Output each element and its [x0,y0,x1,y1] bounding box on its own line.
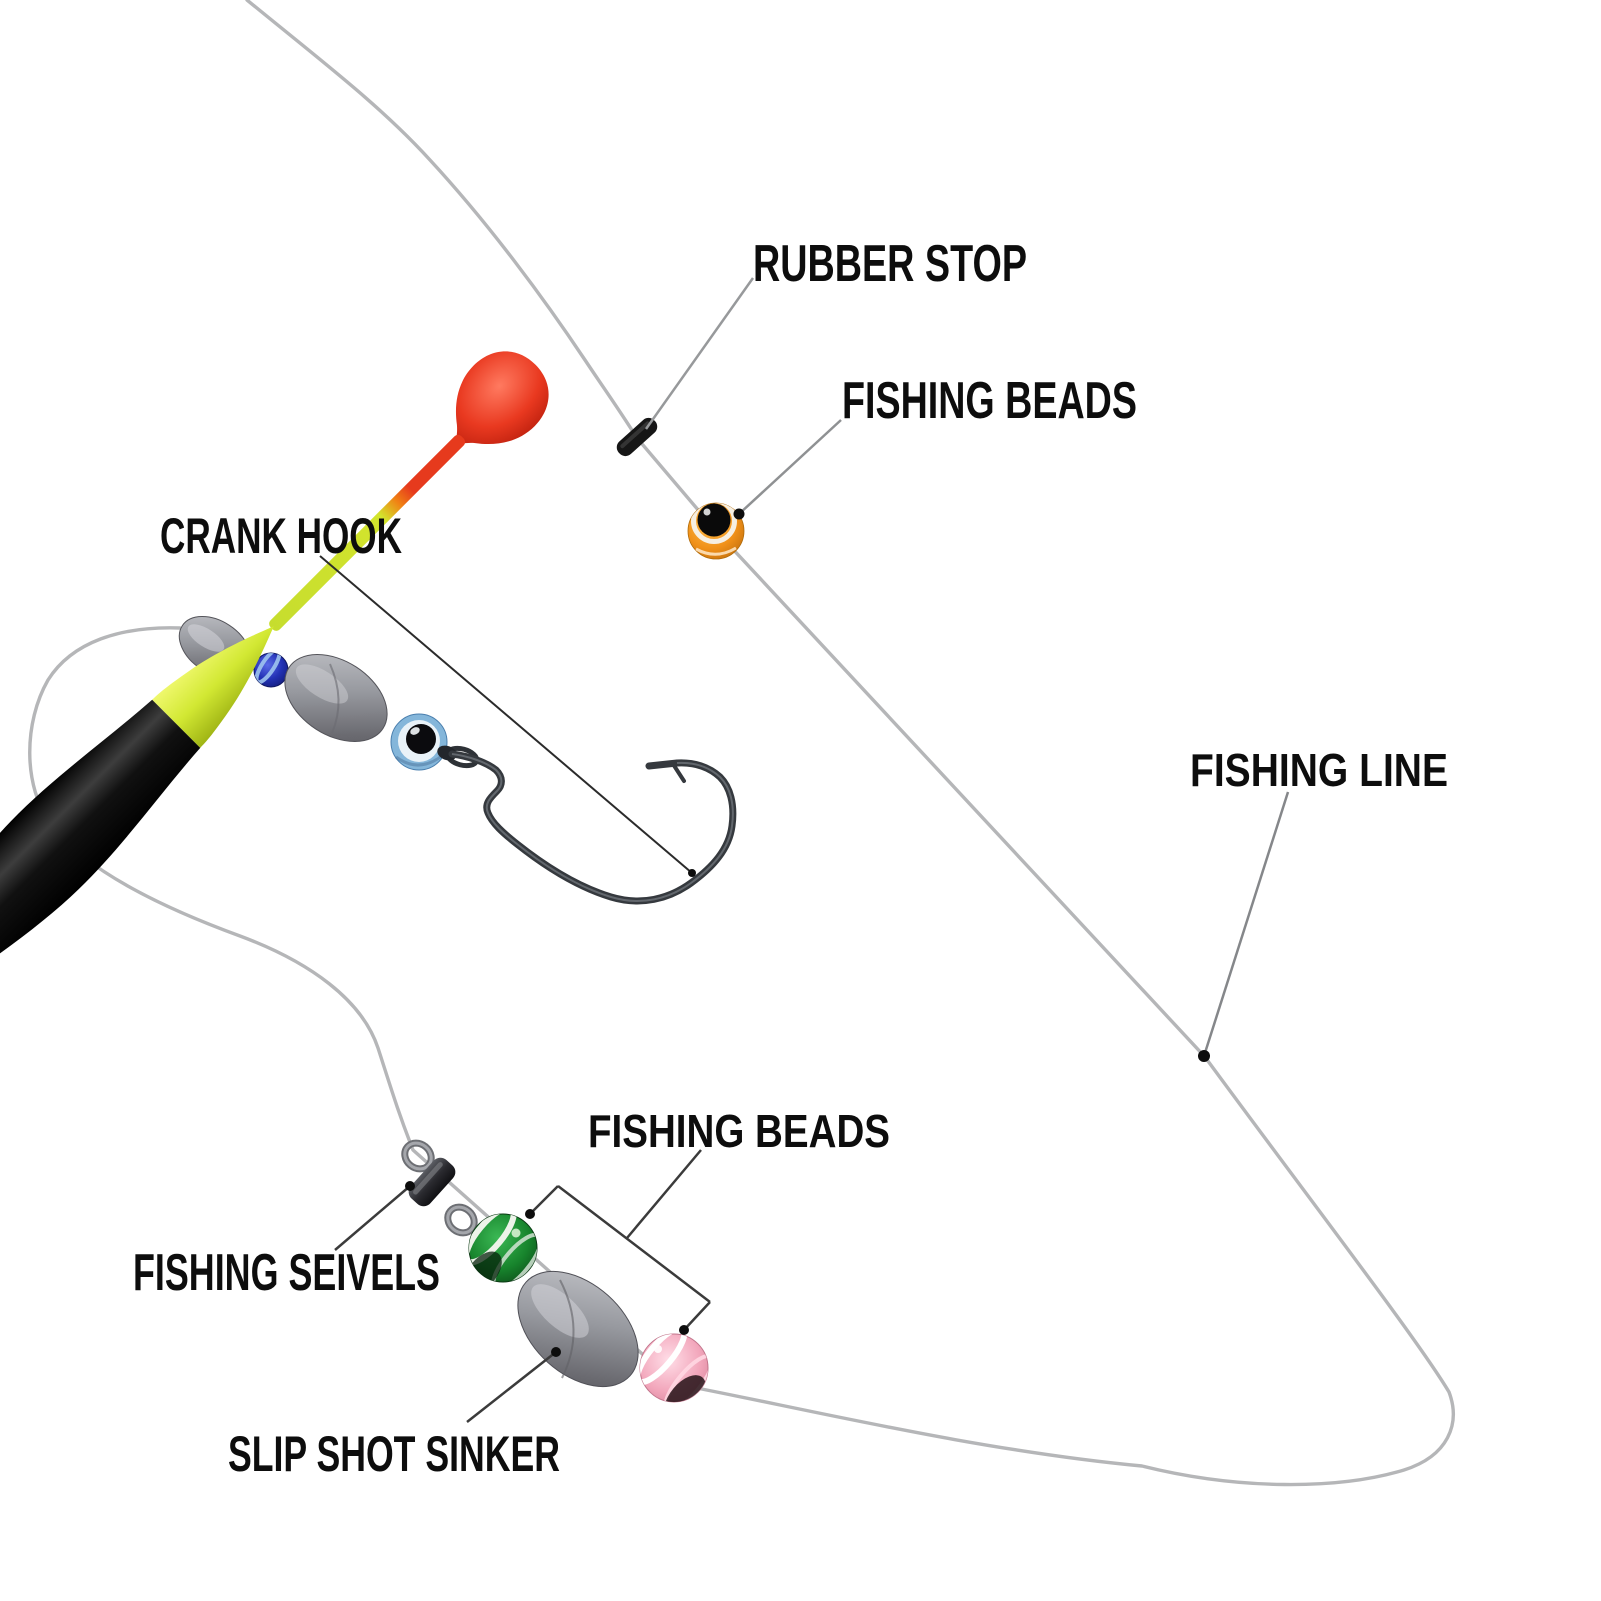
dot-swivel [405,1181,415,1191]
eye-bead [390,713,448,771]
leader-slip-shot-sinker [466,1351,557,1423]
label-fishing-line: FISHING LINE [1190,744,1448,796]
leader-fishing-seivels [334,1185,411,1251]
dot-green-bead [525,1209,535,1219]
float-antenna-stem [269,434,466,631]
leader-rubber-stop [644,277,755,430]
orange-fishing-bead [687,502,745,560]
hook-wire [448,750,737,905]
crank-hook-assembly [178,616,737,905]
labels: RUBBER STOP FISHING BEADS CRANK HOOK FIS… [133,235,1448,1482]
leader-crank-hook [319,555,693,874]
dot-crank-hook [688,869,696,877]
green-striped-bead [468,1213,538,1283]
float-black-body [0,699,201,1382]
label-rubber-stop: RUBBER STOP [753,235,1027,293]
leader-lines [319,277,1290,1423]
hook-wire-sheen [451,753,734,902]
label-crank-hook: CRANK HOOK [160,508,402,564]
crank-hook [437,745,737,905]
leader-fishing-beads-top [738,419,842,515]
float-red-tip [453,351,549,447]
hook-barb [671,762,686,783]
label-fishing-beads-top: FISHING BEADS [842,372,1137,430]
slip-bobber-float [0,351,549,1382]
bottom-rig-assembly [401,1139,709,1403]
dot-fishing-line [1198,1050,1210,1062]
label-fishing-seivels: FISHING SEIVELS [133,1244,440,1302]
float-yellow-cone [152,626,274,748]
leader-fishing-line [1202,791,1290,1057]
dot-pink-bead [679,1325,689,1335]
label-slip-shot-sinker: SLIP SHOT SINKER [228,1426,560,1482]
rubber-stop [616,417,658,457]
dot-fishing-beads-top [733,508,745,520]
label-fishing-beads-bottom: FISHING BEADS [588,1105,890,1157]
pink-striped-bead [639,1333,709,1403]
dot-slip-shot [551,1347,561,1357]
barrel-swivel [401,1139,478,1237]
leader-fishing-beads-bottom [529,1149,711,1331]
egg-sinker-large [284,653,388,743]
